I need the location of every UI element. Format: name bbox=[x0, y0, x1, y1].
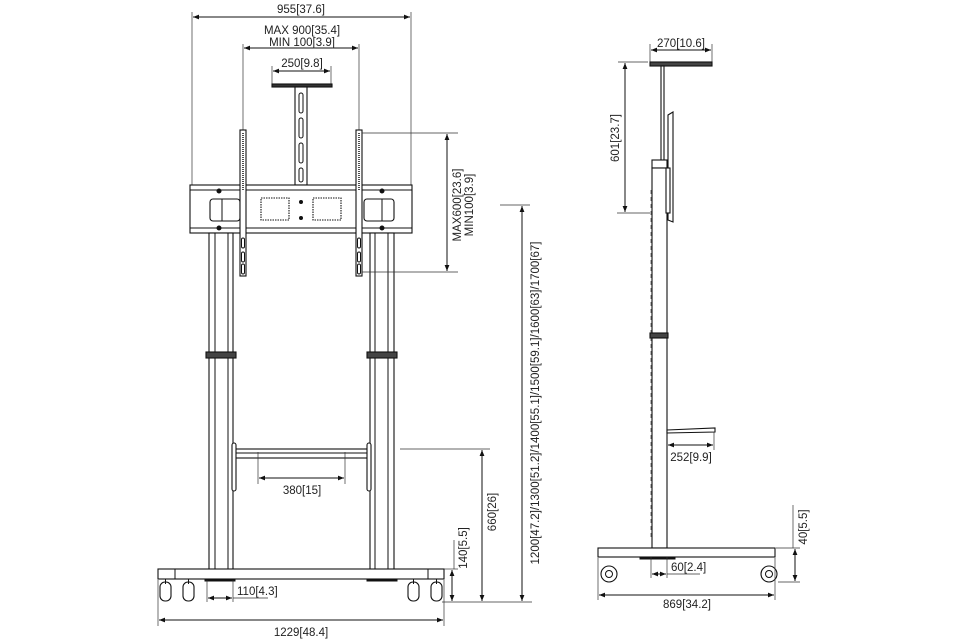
middle-shelf bbox=[231, 442, 372, 492]
bracket-min-label: MIN 100[3.9] bbox=[269, 37, 335, 49]
bracket-max-label: MAX 900[35.4] bbox=[264, 25, 340, 37]
vesa-bracket-right bbox=[355, 129, 363, 277]
height-options-label: 1200[47.2]/1300[51.2]/1400[55.1]/1500[59… bbox=[530, 242, 542, 565]
dimension-column-depth: 60[2.4] bbox=[650, 557, 706, 578]
dimension-height-options: 1200[47.2]/1300[51.2]/1400[55.1]/1500[59… bbox=[500, 204, 542, 601]
shelf-height-label: 660[26] bbox=[487, 493, 499, 531]
side-base-height-label: 40[5.5] bbox=[798, 509, 810, 544]
dimension-shelf-height: 660[26] bbox=[400, 448, 499, 601]
dimension-top-plate-depth: 270[10.6] bbox=[649, 38, 713, 62]
shelf-depth-label: 252[9.9] bbox=[670, 452, 712, 464]
casters-front bbox=[159, 579, 443, 602]
dimension-side-base-height: 40[5.5] bbox=[776, 505, 810, 583]
vertical-max-label: MAX600[23.6] bbox=[452, 169, 464, 242]
dimension-shelf-depth: 252[9.9] bbox=[668, 432, 715, 464]
dimension-overall-width: 955[37.6] bbox=[191, 4, 412, 186]
top-plate-width-label: 250[9.8] bbox=[281, 58, 323, 70]
base-depth-label: 869[34.2] bbox=[663, 599, 711, 611]
base-frame bbox=[157, 568, 445, 582]
dimension-vertical-bracket: MAX600[23.6] MIN100[3.9] bbox=[362, 132, 476, 273]
dimension-shelf-width: 380[15] bbox=[257, 452, 346, 497]
shelf-width-label: 380[15] bbox=[283, 485, 321, 497]
base-width-label: 1229[48.4] bbox=[274, 627, 328, 639]
head-crossbar bbox=[189, 184, 413, 234]
top-plate-depth-label: 270[10.6] bbox=[657, 38, 705, 50]
side-structure bbox=[649, 61, 716, 549]
column-offset-label: 110[4.3] bbox=[237, 586, 278, 598]
vesa-bracket-left bbox=[239, 129, 247, 277]
overall-width-label: 955[37.6] bbox=[277, 4, 325, 16]
dimension-column-offset: 110[4.3] bbox=[206, 580, 278, 602]
vertical-min-label: MIN100[3.9] bbox=[464, 174, 476, 237]
dimension-top-height: 601[23.7] bbox=[610, 61, 650, 214]
dimension-top-plate: 250[9.8] bbox=[271, 58, 332, 85]
column-right bbox=[366, 232, 398, 571]
column-depth-label: 60[2.4] bbox=[671, 562, 706, 574]
side-base bbox=[597, 547, 778, 583]
dimension-base-width: 1229[48.4] bbox=[157, 580, 445, 639]
column-left bbox=[205, 232, 237, 571]
top-camera-shelf bbox=[271, 83, 333, 186]
dimension-base-depth: 869[34.2] bbox=[597, 558, 776, 611]
dimension-base-height: 140[5.5] bbox=[444, 527, 470, 601]
front-view: 955[37.6] MAX 900[35.4] MIN 100[3.9] 250… bbox=[157, 4, 542, 639]
top-height-label: 601[23.7] bbox=[610, 114, 622, 162]
side-view: 270[10.6] 601[23.7] 252[9.9] bbox=[597, 38, 810, 611]
dimension-bracket-spacing: MAX 900[35.4] MIN 100[3.9] bbox=[242, 25, 360, 132]
base-height-label: 140[5.5] bbox=[458, 527, 470, 569]
